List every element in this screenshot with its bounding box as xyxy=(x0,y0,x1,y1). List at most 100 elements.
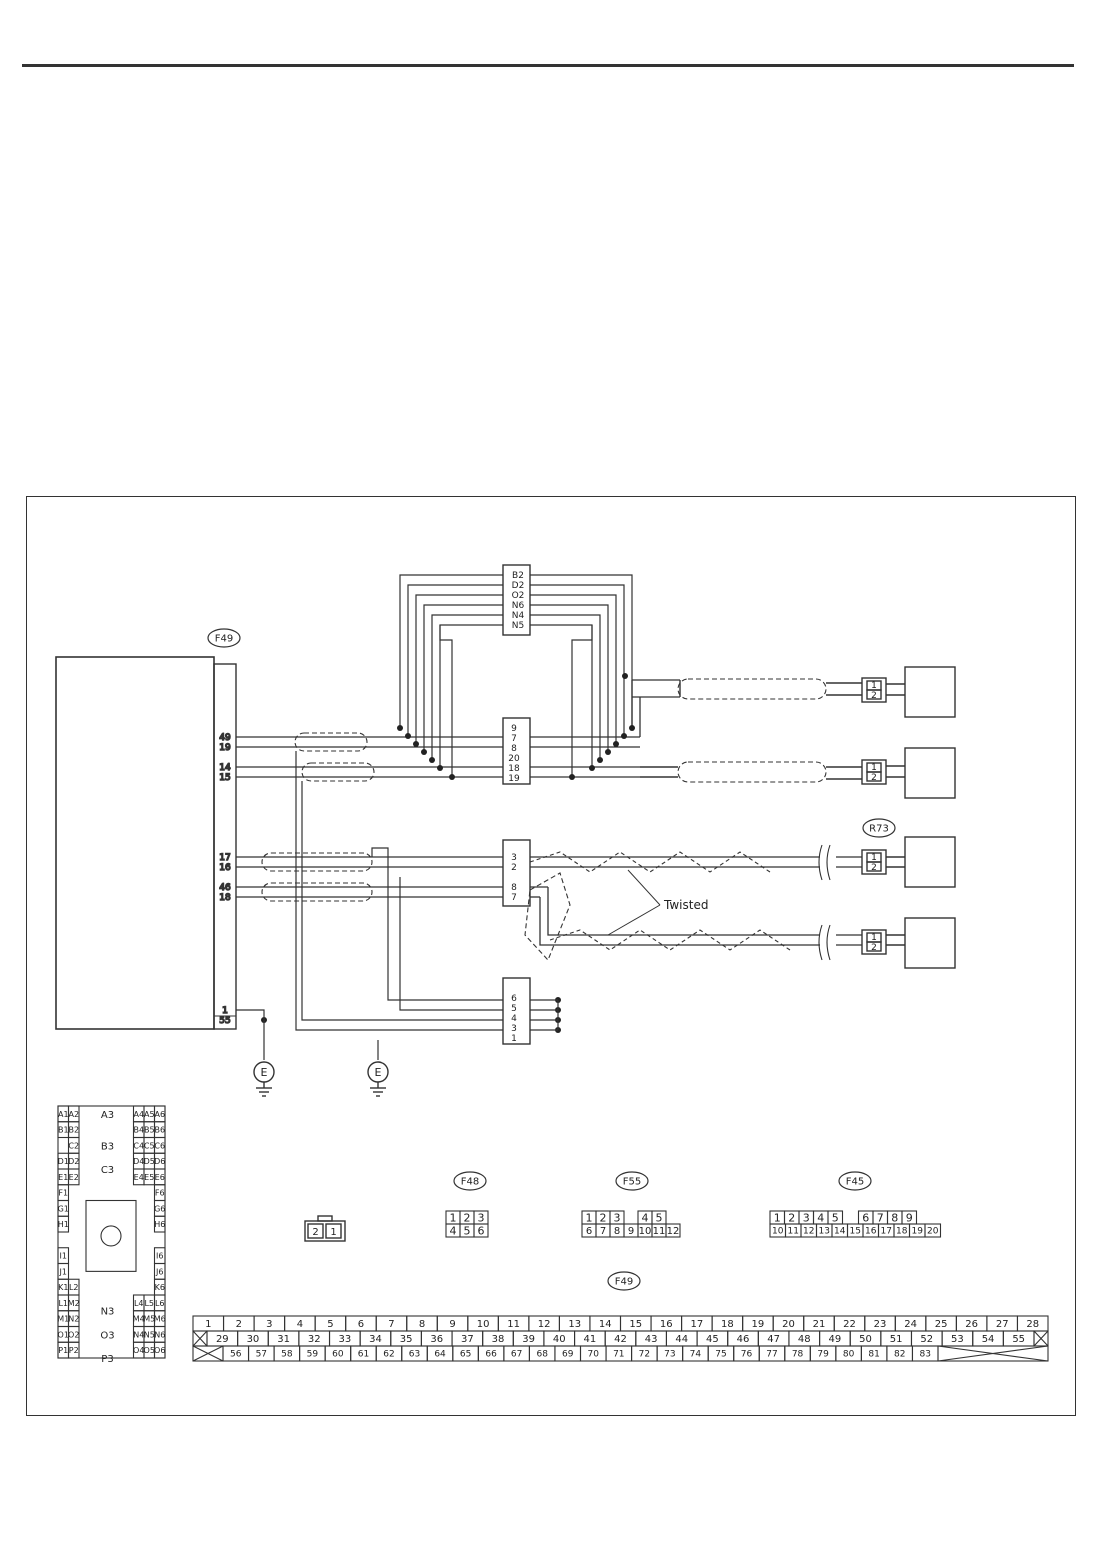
pin-number: 53 xyxy=(951,1334,964,1345)
pin-number: 6 xyxy=(478,1224,485,1237)
pin-number: O5 xyxy=(144,1346,155,1355)
wire-loops xyxy=(399,574,633,778)
pin-number: 78 xyxy=(792,1350,804,1360)
pin-number: 14 xyxy=(834,1227,846,1237)
pin-number: L6 xyxy=(155,1299,165,1308)
pin-number: 67 xyxy=(511,1350,522,1360)
junction-mid-pin: 7 xyxy=(511,734,517,744)
pin-number: 11 xyxy=(507,1319,520,1330)
connector-label-f49-bottom xyxy=(607,1271,641,1291)
junction-mid-pin: 19 xyxy=(508,774,520,784)
pin-number: B6 xyxy=(154,1126,165,1135)
pin-number: C6 xyxy=(154,1141,165,1150)
pin-number: 7 xyxy=(877,1211,884,1224)
pin-number: 38 xyxy=(492,1334,505,1345)
svg-text:2: 2 xyxy=(871,943,877,953)
pin-number: B5 xyxy=(144,1126,155,1135)
pin-number: 39 xyxy=(522,1334,535,1345)
ecm-pin: 49 xyxy=(219,733,231,743)
ground-connector-pin: 5 xyxy=(511,1004,517,1014)
pin-number: 17 xyxy=(690,1319,703,1330)
pin-number: 1 xyxy=(450,1211,457,1224)
ground-connector-pin: 4 xyxy=(511,1014,517,1024)
pin-number: 4 xyxy=(817,1211,824,1224)
pin-number: E4 xyxy=(134,1173,144,1182)
connector-label-f45 xyxy=(838,1171,872,1191)
pin-number: 20 xyxy=(927,1227,939,1237)
sensor-connector-4: 1 2 xyxy=(861,917,956,969)
pin-number: 63 xyxy=(409,1350,420,1360)
pin-number: I6 xyxy=(156,1252,163,1261)
pin-number: 80 xyxy=(843,1350,855,1360)
pin-number: 1 xyxy=(774,1211,781,1224)
pin-number: 58 xyxy=(281,1350,293,1360)
pin-number: 11 xyxy=(788,1227,799,1237)
sensor-connector-1: 1 2 xyxy=(861,666,956,718)
pin-number: M1 xyxy=(57,1315,69,1324)
pin-number: 48 xyxy=(798,1334,811,1345)
pin-number: 62 xyxy=(383,1350,394,1360)
pin-number: L5 xyxy=(144,1299,154,1308)
pin-number: 37 xyxy=(461,1334,474,1345)
svg-text:2: 2 xyxy=(871,863,877,873)
pin-number: A6 xyxy=(154,1110,165,1119)
pin-number: A2 xyxy=(68,1110,79,1119)
pin-number: 8 xyxy=(419,1319,425,1330)
pin-number: 71 xyxy=(613,1350,624,1360)
connector-label-f55 xyxy=(615,1171,649,1191)
pin-number: I1 xyxy=(60,1252,67,1261)
pin-number: D6 xyxy=(154,1157,165,1166)
f45-pin xyxy=(924,1223,942,1238)
joint-pin xyxy=(153,1341,166,1359)
junction-top-pin: N4 xyxy=(512,611,525,621)
pin-number: E1 xyxy=(58,1173,68,1182)
pin-number: A5 xyxy=(144,1110,155,1119)
pin-number: 83 xyxy=(920,1350,931,1360)
pin-number: 43 xyxy=(645,1334,658,1345)
sensor-mid-connector xyxy=(502,839,531,907)
junction-top-pin: B2 xyxy=(512,571,524,581)
pin-number: B1 xyxy=(58,1126,69,1135)
pin-number: K6 xyxy=(155,1283,165,1292)
pin-number: 30 xyxy=(247,1334,260,1345)
pin-number: 7 xyxy=(388,1319,394,1330)
pin-number: C5 xyxy=(144,1141,155,1150)
sensor-box xyxy=(904,917,956,969)
pin-number: 12 xyxy=(538,1319,551,1330)
pin-number: 18 xyxy=(896,1227,908,1237)
pin-number: G6 xyxy=(154,1204,165,1213)
pin-number: 29 xyxy=(216,1334,229,1345)
diagram-frame xyxy=(26,496,1076,1416)
pin-number: F1 xyxy=(58,1189,68,1198)
pin-number: 36 xyxy=(430,1334,443,1345)
pin-number: L2 xyxy=(69,1283,79,1292)
pin-number: 8 xyxy=(891,1211,898,1224)
pin-number: 40 xyxy=(553,1334,566,1345)
svg-text:1: 1 xyxy=(871,681,877,691)
pin-number: 59 xyxy=(307,1350,319,1360)
junction-mid xyxy=(502,717,531,785)
sensor-box xyxy=(904,747,956,799)
pin-number: 72 xyxy=(639,1350,650,1360)
connector-2pin: 2 1 xyxy=(304,1215,346,1242)
joint-mid-label: O3 xyxy=(100,1330,114,1341)
junction-mid-pins: 9 7 8 20 18 19 xyxy=(508,724,520,784)
pin-number: 77 xyxy=(766,1350,777,1360)
ecm-pin: 19 xyxy=(219,743,231,753)
pin-number: M2 xyxy=(68,1299,80,1308)
junction-top-pin: D2 xyxy=(512,581,525,591)
pin-number: 47 xyxy=(767,1334,780,1345)
joint-center-lock xyxy=(85,1199,137,1272)
pin-number: O2 xyxy=(68,1330,79,1339)
junction-mid-pin: 9 xyxy=(511,724,517,734)
pin-number: 75 xyxy=(715,1350,726,1360)
sensor-box xyxy=(904,666,956,718)
pin-number: G1 xyxy=(58,1204,69,1213)
pin-number: F6 xyxy=(155,1189,165,1198)
pin-number: 57 xyxy=(256,1350,267,1360)
pin-number: P1 xyxy=(58,1346,68,1355)
junction-mid-pin: 18 xyxy=(508,764,520,774)
drain-wires xyxy=(236,751,559,1060)
